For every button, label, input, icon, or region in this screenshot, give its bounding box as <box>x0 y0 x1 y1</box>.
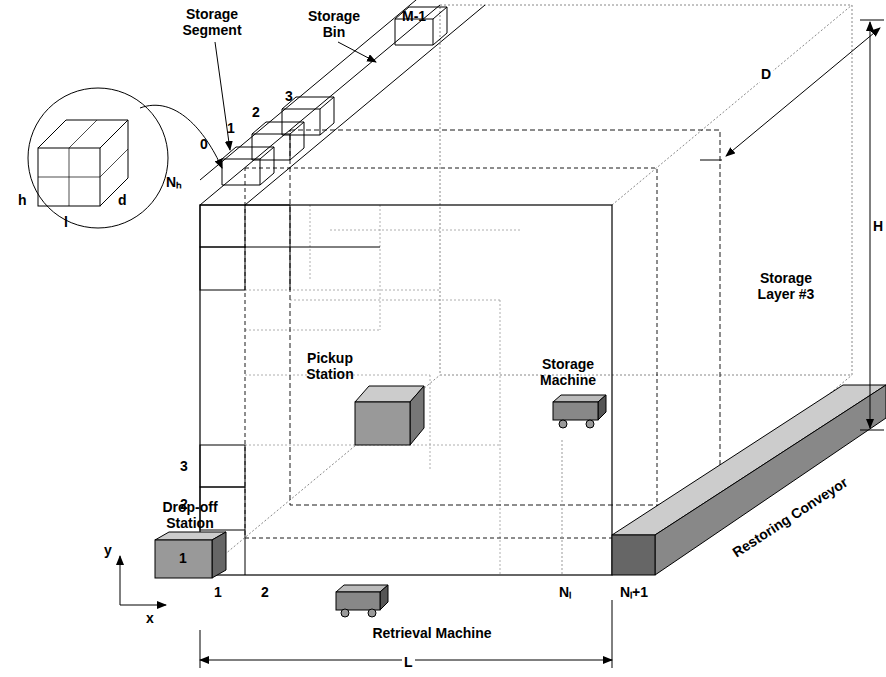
equipment-node: Retrieval Machine <box>352 625 512 641</box>
part-label: l <box>64 214 68 230</box>
equipment-node: Pickup Station <box>299 350 361 382</box>
equipment-label: Retrieval Machine <box>352 625 512 641</box>
part-label: x <box>146 610 154 626</box>
grid-line <box>330 230 520 231</box>
part-label: 3 <box>285 88 293 104</box>
storage-cube <box>252 122 304 160</box>
part-label: D <box>759 66 773 82</box>
part-label: H <box>871 218 885 234</box>
part-label: Nₗ <box>559 584 571 600</box>
equipment-label: Pickup Station <box>299 350 361 382</box>
part-label: 1 <box>179 550 187 566</box>
grid-line <box>430 375 431 470</box>
grid-line <box>380 205 381 330</box>
part-label: Storage Segment <box>179 6 245 38</box>
part-label: 3 <box>180 458 188 474</box>
equipment-label: Drop-off Station <box>153 499 227 531</box>
part-label: h <box>18 192 27 208</box>
storage-cube <box>395 7 447 45</box>
grid-line <box>500 300 501 575</box>
part-label: 1 <box>227 120 235 136</box>
part-label: 1 <box>214 584 222 600</box>
grid-line <box>245 290 440 291</box>
part-label: 2 <box>252 104 260 120</box>
part-label: Nₗ+1 <box>620 584 648 600</box>
part-label: y <box>104 542 112 558</box>
grid-line <box>310 205 311 280</box>
storage-cube <box>222 147 274 185</box>
part-label: M-1 <box>402 8 426 24</box>
part-label: 2 <box>261 584 269 600</box>
equipment-node: Storage Machine <box>532 356 604 388</box>
equipment-node: Drop-off Station <box>153 499 227 531</box>
part-label: Storage Layer #3 <box>750 270 822 302</box>
equipment-label: Storage Machine <box>532 356 604 388</box>
part-label: Nₕ <box>166 174 182 190</box>
grid-line <box>245 330 380 331</box>
part-label: L <box>402 654 415 670</box>
part-label: d <box>118 192 127 208</box>
part-label: 0 <box>200 136 208 152</box>
part-label: Storage Bin <box>303 8 365 40</box>
part-label: 2 <box>180 496 188 512</box>
grid-line <box>290 300 500 301</box>
